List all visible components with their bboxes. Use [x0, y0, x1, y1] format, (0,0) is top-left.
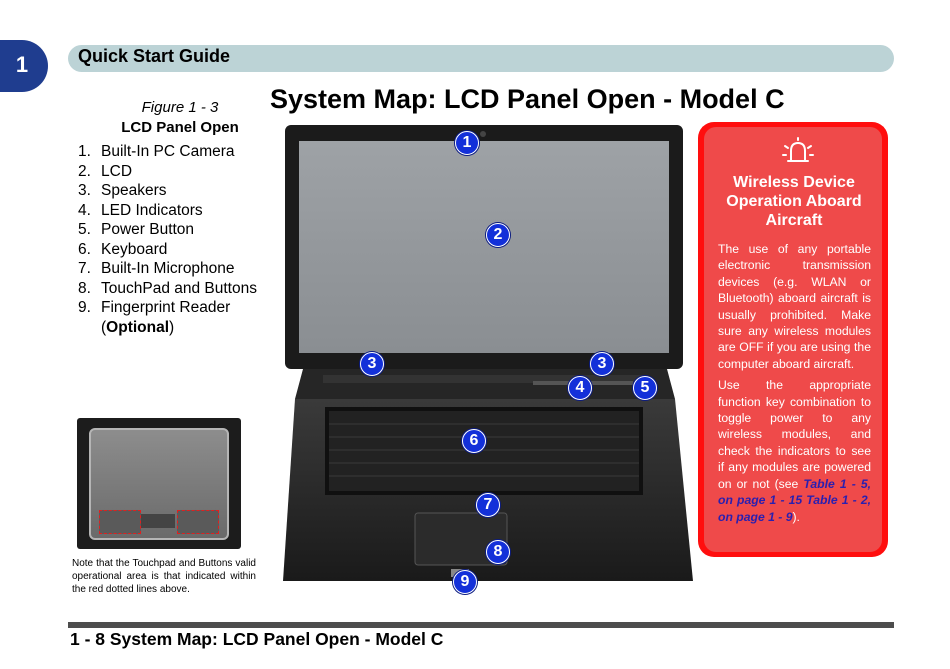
touchpad-surface	[89, 428, 229, 540]
legend-item: 5.Power Button	[78, 221, 195, 238]
warning-paragraph-1: The use of any portable electronic trans…	[718, 242, 871, 371]
warning-box-inner: Wireless Device Operation Aboard Aircraf…	[704, 127, 882, 552]
callout-6: 6	[462, 429, 486, 453]
aircraft-alert-icon	[782, 137, 814, 162]
callout-2: 2	[486, 223, 510, 247]
callout-1: 1	[455, 131, 479, 155]
table-1-5-link[interactable]: Table 1 - 5, on page 1 - 15	[718, 476, 871, 508]
laptop-illustration: 1 2 3 3 4 5 6 7 8 9	[283, 123, 697, 594]
figure-number: Figure 1 - 3	[141, 99, 219, 116]
legend-item: 6.Keyboard	[78, 240, 168, 258]
legend-item: 1.Built-In PC Camera	[78, 143, 235, 160]
callout-3-left: 3	[360, 352, 384, 376]
warning-paragraph-2: Use the appropriate function key combina…	[718, 378, 871, 524]
figure-name: LCD Panel Open	[121, 119, 239, 136]
warning-box: Wireless Device Operation Aboard Aircraf…	[698, 122, 888, 557]
chapter-number: 1	[15, 52, 29, 77]
callout-4: 4	[568, 376, 592, 400]
footer-text: 1 - 8 System Map: LCD Panel Open - Model…	[70, 629, 444, 649]
header-title: Quick Start Guide	[78, 46, 231, 66]
legend-item: 4.LED Indicators	[78, 201, 203, 219]
callout-3-right: 3	[590, 352, 614, 376]
legend-item: 9.Fingerprint Reader (Optional)	[78, 299, 231, 336]
page-title: System Map: LCD Panel Open - Model C	[270, 84, 785, 114]
chapter-tab: 1	[0, 40, 48, 92]
touchpad-right-button-area	[177, 510, 219, 534]
legend-item: 3.Speakers	[78, 182, 167, 199]
touchpad-button-divider	[141, 514, 175, 528]
table-1-2-link[interactable]: Table 1 - 2, on page 1 - 9	[718, 493, 871, 524]
legend-item: 2.LCD	[78, 162, 133, 180]
header-bar: Quick Start Guide	[68, 45, 894, 72]
footer-rule	[68, 622, 894, 628]
warning-text: The use of any portable electronic trans…	[718, 241, 871, 530]
callout-5: 5	[633, 376, 657, 400]
touchpad-left-button-area	[99, 510, 141, 534]
legend-item: 8.TouchPad and Buttons	[78, 279, 257, 297]
touchpad-note: Note that the Touchpad and Buttons valid…	[72, 558, 256, 595]
laptop-drawing	[283, 125, 693, 581]
callout-9: 9	[453, 570, 477, 594]
figure-caption: Figure 1 - 3 LCD Panel Open	[80, 98, 280, 138]
touchpad-image	[77, 418, 241, 549]
warning-title: Wireless Device Operation Aboard Aircraf…	[726, 174, 862, 229]
figure-legend: 1.Built-In PC Camera 2.LCD 3.Speakers 4.…	[72, 142, 262, 337]
legend-item: 7.Built-In Microphone	[78, 260, 235, 277]
callout-7: 7	[476, 493, 500, 517]
callout-8: 8	[486, 540, 510, 564]
